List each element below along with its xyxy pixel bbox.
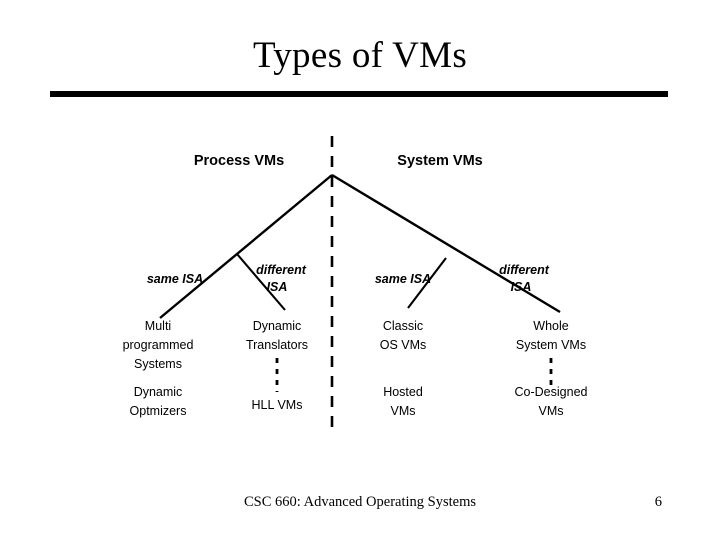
edge-label-process-different-isa-line1: different [256, 263, 307, 277]
title-divider-rule [50, 91, 668, 97]
leaf-whole-system-vms-line2: System VMs [516, 338, 586, 352]
diagram-header-system-vms: System VMs [397, 153, 482, 169]
leaf-multiprogrammed-systems-line2: programmed [123, 338, 194, 352]
edge-label-process-same-isa: same ISA [147, 272, 203, 286]
edge-root-to-system-branch [331, 173, 561, 314]
edge-label-process-different-isa-line2: ISA [267, 280, 288, 294]
edge-root-to-process-branch [159, 174, 333, 319]
leaf-classic-os-vms-line2: OS VMs [380, 338, 427, 352]
leaf-classic-os-vms-line1: Classic [383, 319, 423, 333]
edge-label-system-same-isa: same ISA [375, 272, 431, 286]
leaf-co-designed-vms-line2: VMs [539, 404, 564, 418]
footer-page-number: 6 [654, 494, 662, 510]
leaf-dynamic-translators-line1: Dynamic [253, 319, 302, 333]
edge-label-system-different-isa-line2: ISA [511, 280, 532, 294]
edge-label-system-different-isa-line1: different [499, 263, 550, 277]
vm-taxonomy-diagram: Process VMs System VMs same ISA differen… [0, 120, 720, 450]
footer-course-label: CSC 660: Advanced Operating Systems [244, 494, 476, 510]
leaf-multiprogrammed-systems-line3: Systems [134, 357, 182, 371]
leaf-multiprogrammed-systems-line1: Multi [145, 319, 171, 333]
edge-system-same-isa [407, 257, 447, 309]
leaf-whole-system-vms-line1: Whole [533, 319, 568, 333]
leaf-dynamic-translators-line2: Translators [246, 338, 308, 352]
leaf-hll-vms-line1: HLL VMs [252, 398, 303, 412]
leaf-dynamic-optimizers-line1: Dynamic [134, 385, 183, 399]
diagram-header-process-vms: Process VMs [194, 153, 284, 169]
leaf-hosted-vms-line1: Hosted [383, 385, 423, 399]
edge-process-different-isa [236, 253, 286, 311]
page-title: Types of VMs [252, 35, 468, 76]
leaf-dynamic-optimizers-line2: Optmizers [130, 404, 187, 418]
leaf-hosted-vms-line2: VMs [391, 404, 416, 418]
leaf-co-designed-vms-line1: Co-Designed [515, 385, 588, 399]
